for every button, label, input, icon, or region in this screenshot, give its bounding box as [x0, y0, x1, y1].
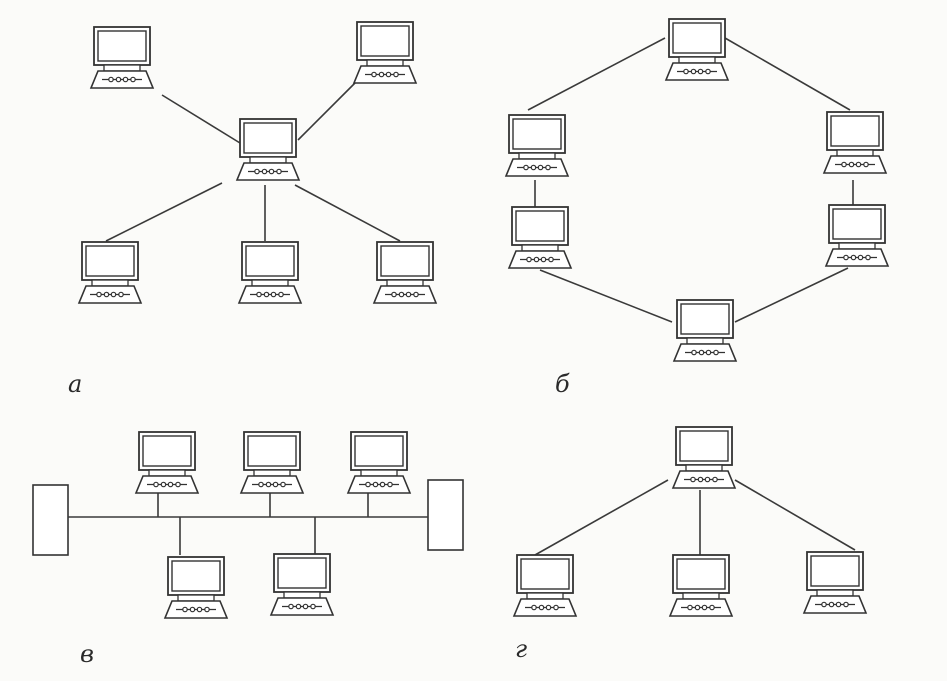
star-topology: [78, 21, 437, 304]
tree-computer-center-icon: [669, 554, 733, 617]
bus-terminator-left: [32, 484, 69, 556]
panel-label-g: г: [515, 635, 528, 663]
star-hub-computer-icon: [236, 118, 300, 181]
bus-computer-top-2-icon: [240, 431, 304, 494]
ring-link-6: [734, 267, 849, 323]
star-computer-bottomleft-icon: [78, 241, 142, 304]
tree-link-right: [734, 479, 856, 551]
bus-computer-top-1-icon: [135, 431, 199, 494]
tree-root-computer-icon: [672, 426, 736, 489]
ring-computer-upperright-icon: [823, 111, 887, 174]
ring-link-2: [724, 37, 851, 111]
ring-topology: [505, 18, 889, 362]
ring-link-5: [539, 269, 673, 323]
tree-computer-right-icon: [803, 551, 867, 614]
ring-computer-top-icon: [665, 18, 729, 81]
star-link-topleft: [161, 94, 241, 144]
ring-computer-lowerleft-icon: [508, 206, 572, 269]
panel-label-a: а: [68, 370, 83, 398]
tree-link-left: [534, 479, 669, 556]
star-computer-bottomright-icon: [373, 241, 437, 304]
star-computer-bottomcenter-icon: [238, 241, 302, 304]
panel-label-b: б: [555, 370, 570, 398]
bus-topology: [32, 431, 464, 619]
bus-terminator-right: [427, 479, 464, 551]
star-link-bottomright: [294, 184, 401, 242]
ring-computer-lowerright-icon: [825, 204, 889, 267]
tree-computer-left-icon: [513, 554, 577, 617]
ring-computer-upperleft-icon: [505, 114, 569, 177]
star-link-topright: [297, 82, 356, 141]
star-computer-topright-icon: [353, 21, 417, 84]
ring-computer-bottom-icon: [673, 299, 737, 362]
bus-computer-bottom-2-icon: [270, 553, 334, 616]
bus-computer-top-3-icon: [347, 431, 411, 494]
ring-link-1: [527, 37, 666, 111]
star-link-bottomleft: [105, 182, 223, 242]
panel-label-v: в: [80, 640, 94, 668]
bus-computer-bottom-1-icon: [164, 556, 228, 619]
star-computer-topleft-icon: [90, 26, 154, 89]
tree-topology: [513, 426, 867, 617]
